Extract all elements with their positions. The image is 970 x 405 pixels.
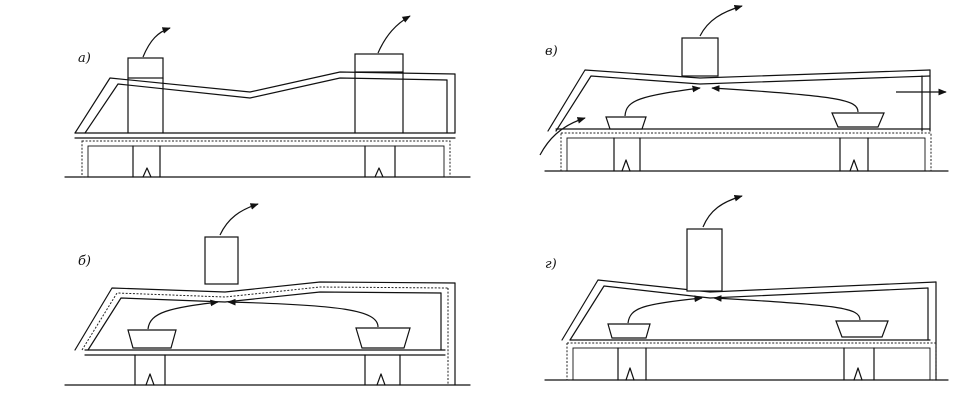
vent-left [134, 354, 166, 386]
roof-line [547, 69, 931, 132]
airflow-arrow [713, 295, 861, 321]
panel-a-label: а) [78, 51, 91, 66]
ceiling-line [87, 291, 442, 351]
insulated-chamber [566, 342, 937, 381]
airflow-arrow [147, 299, 219, 330]
insulated-chamber [560, 132, 932, 172]
panel-g: г) [544, 194, 949, 381]
shaft-cap-right [354, 53, 404, 73]
exhaust-arrow [699, 4, 743, 37]
vent-right [843, 347, 875, 381]
inlet-arrow [539, 117, 586, 156]
exhaust-arrow [219, 203, 259, 236]
tray-right [831, 112, 885, 128]
roof-line [561, 279, 937, 341]
exhaust-shaft [204, 236, 239, 285]
lower-chamber [572, 347, 931, 381]
roof-line [74, 281, 456, 351]
exhaust-arrow [377, 15, 411, 54]
vent-right [364, 354, 401, 386]
vent-right [839, 137, 869, 172]
shaft-cap-left [127, 57, 164, 79]
vent-left [613, 137, 641, 172]
tray-left [127, 329, 177, 349]
panel-b-label: б) [78, 254, 91, 269]
tray-right [355, 327, 411, 349]
panel-g-label: г) [545, 257, 557, 272]
roof-line [74, 71, 456, 134]
panel-v: в) [539, 4, 949, 172]
panel-b: б) [64, 203, 471, 386]
vent-left [617, 347, 647, 381]
tray-right [835, 320, 889, 338]
lower-chamber [87, 145, 445, 178]
ceiling-line [84, 77, 448, 134]
ceiling-line [555, 75, 931, 132]
exhaust-arrow [702, 194, 743, 228]
ceiling-line [569, 285, 929, 341]
exhaust-shaft [686, 228, 723, 292]
panel-v-label: в) [545, 44, 558, 59]
lower-chamber [566, 137, 926, 172]
exhaust-arrow [142, 27, 171, 58]
airflow-arrow [711, 85, 859, 113]
airflow-arrow [627, 295, 703, 324]
exhaust-shaft [681, 37, 719, 77]
vent-right [364, 145, 396, 178]
tray-left [607, 323, 651, 339]
panel-a: а) [64, 15, 471, 178]
roof-insulation [81, 286, 449, 351]
tray-left [605, 116, 647, 130]
airflow-arrow [227, 298, 379, 328]
vent-left [132, 145, 161, 178]
airflow-arrow [624, 85, 701, 117]
